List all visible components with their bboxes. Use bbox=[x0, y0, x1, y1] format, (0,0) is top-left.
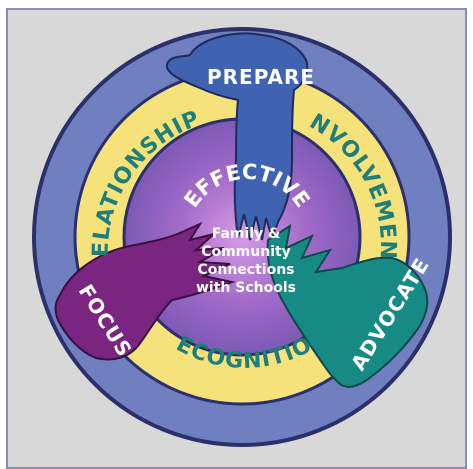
center-line-1: Family & bbox=[212, 226, 281, 242]
blue-hand: PREPARE bbox=[165, 32, 315, 242]
center-line-4: with Schools bbox=[196, 280, 296, 296]
center-line-3: Connections bbox=[197, 262, 294, 278]
center-line-2: Community bbox=[201, 244, 291, 260]
hand-label-prepare: PREPARE bbox=[207, 65, 315, 89]
purple-hand: FOCUS bbox=[54, 221, 236, 361]
teal-hand: ADVOCATE bbox=[266, 223, 434, 388]
